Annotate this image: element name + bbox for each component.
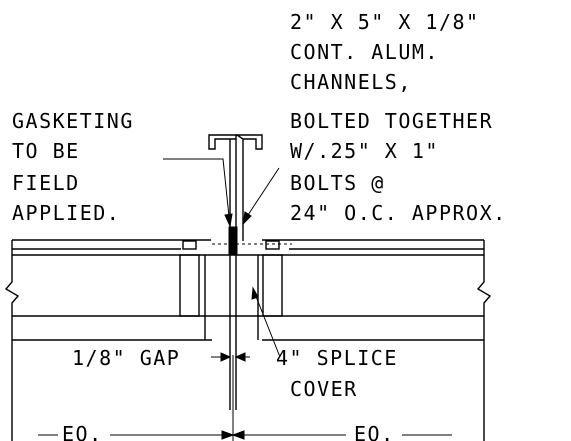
left-panel-rib [179, 254, 200, 317]
channel-leader [245, 167, 280, 219]
left-clip [182, 240, 197, 250]
splice-arrowhead [251, 286, 259, 300]
splice-cover [179, 249, 283, 410]
right-clip [265, 240, 280, 250]
channel-note-line-3: CHANNELS, [290, 70, 412, 94]
left-break-line [4, 240, 20, 441]
gasketing-arrowhead [224, 213, 233, 228]
channel-note-line-7: 24" O.C. APPROX. [290, 201, 507, 225]
gasketing-note-line-2: TO BE [12, 139, 80, 163]
left-channel-flange [208, 134, 237, 150]
gap-dim-arrow-right [234, 352, 246, 362]
channel-note-line-1: 2" X 5" X 1/8" [290, 10, 480, 34]
right-break-line [476, 240, 492, 441]
gap-note: 1/8" GAP [72, 346, 180, 370]
aluminum-channels [208, 134, 263, 241]
channel-note-line-2: CONT. ALUM. [290, 40, 439, 64]
gasketing-note-line-3: FIELD [12, 171, 80, 195]
eq-right-label: EQ. [354, 422, 395, 441]
right-panel-rib [262, 254, 283, 317]
eq-arrow-right [231, 430, 245, 440]
splice-leader [254, 293, 281, 358]
gasketing-leader [163, 158, 231, 227]
gasketing-note-line-4: APPLIED. [12, 201, 120, 225]
channel-note-line-5: W/.25" X 1" [290, 139, 439, 163]
right-channel-flange [234, 134, 263, 150]
gap-dim-arrow-left [220, 352, 232, 362]
splice-note-line-1: 4" SPLICE [276, 346, 398, 370]
eq-arrow-left [221, 430, 235, 440]
eq-dimension [38, 430, 452, 440]
eq-left-label: EQ. [62, 422, 103, 441]
channel-arrowhead [242, 211, 252, 226]
splice-note-line-2: COVER [290, 377, 358, 401]
gasketing-note-line-1: GASKETING [12, 109, 134, 133]
channel-note-line-4: BOLTED TOGETHER [290, 109, 493, 133]
channel-note-line-6: BOLTS @ [290, 171, 385, 195]
gap-dimension [211, 352, 250, 362]
wall-panels [4, 239, 492, 441]
